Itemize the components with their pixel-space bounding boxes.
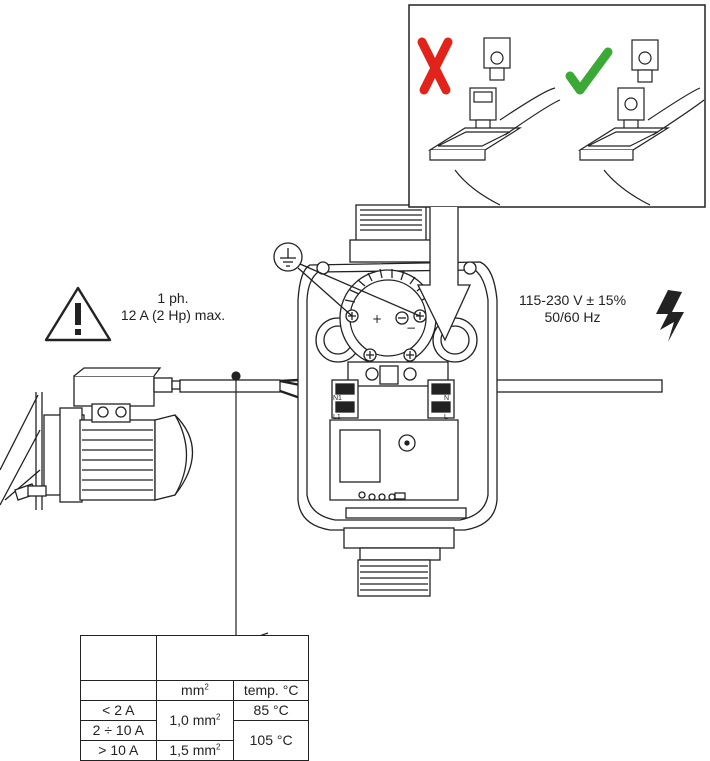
right-connector-illustration bbox=[577, 39, 705, 206]
phase-current-label: 1 ph. 12 A (2 Hp) max. bbox=[110, 290, 236, 324]
table-empty-header bbox=[80, 680, 157, 701]
table-row: < 2 A 1,0 mm2 85 °C bbox=[80, 700, 309, 741]
row-current: > 10 A bbox=[80, 740, 157, 761]
row-current: 2 ÷ 10 A bbox=[80, 720, 157, 741]
terminal-label-l: L bbox=[444, 414, 448, 421]
wrong-connector-illustration bbox=[427, 37, 561, 206]
terminal-label-n1: N1 bbox=[333, 395, 342, 402]
terminal-label-l1: L1 bbox=[333, 414, 341, 421]
terminal-label-n: N bbox=[444, 395, 449, 402]
max-current-label: 12 A (2 Hp) max. bbox=[120, 307, 226, 323]
red-x-icon bbox=[417, 37, 453, 95]
row-section: 1,0 mm2 bbox=[155, 700, 235, 741]
table-row: 2 ÷ 10 A 105 °C bbox=[80, 720, 309, 761]
green-check-icon bbox=[565, 47, 613, 95]
row-temp: 85 °C bbox=[233, 700, 309, 721]
row-section: 1,5 mm2 bbox=[155, 740, 235, 761]
cable-spec-table: mm2 temp. °C < 2 A 1,0 mm2 85 °C 2 ÷ 10 … bbox=[80, 635, 310, 761]
supply-voltage-label: 115-230 V ± 15% 50/60 Hz bbox=[500, 292, 645, 326]
row-temp: 105 °C bbox=[233, 720, 309, 761]
table-header-section: mm2 bbox=[155, 680, 235, 701]
connector-inset bbox=[408, 4, 706, 342]
table-header-temp: temp. °C bbox=[233, 680, 309, 701]
voltage-label: 115-230 V ± 15% bbox=[518, 292, 627, 308]
warning-triangle-icon bbox=[44, 286, 112, 342]
pump-motor bbox=[0, 367, 194, 510]
row-current: < 2 A bbox=[80, 700, 157, 721]
ground-symbol-icon bbox=[273, 242, 421, 317]
svg-text:−: − bbox=[406, 321, 416, 335]
controller-body: + − bbox=[297, 204, 498, 597]
table-cable-cell bbox=[155, 635, 310, 681]
phase-label: 1 ph. bbox=[157, 290, 189, 306]
frequency-label: 50/60 Hz bbox=[544, 309, 601, 325]
table-pump-cell bbox=[80, 635, 157, 681]
lightning-bolt-icon bbox=[656, 290, 684, 342]
cable-callout bbox=[231, 371, 241, 636]
svg-text:+: + bbox=[372, 312, 382, 326]
